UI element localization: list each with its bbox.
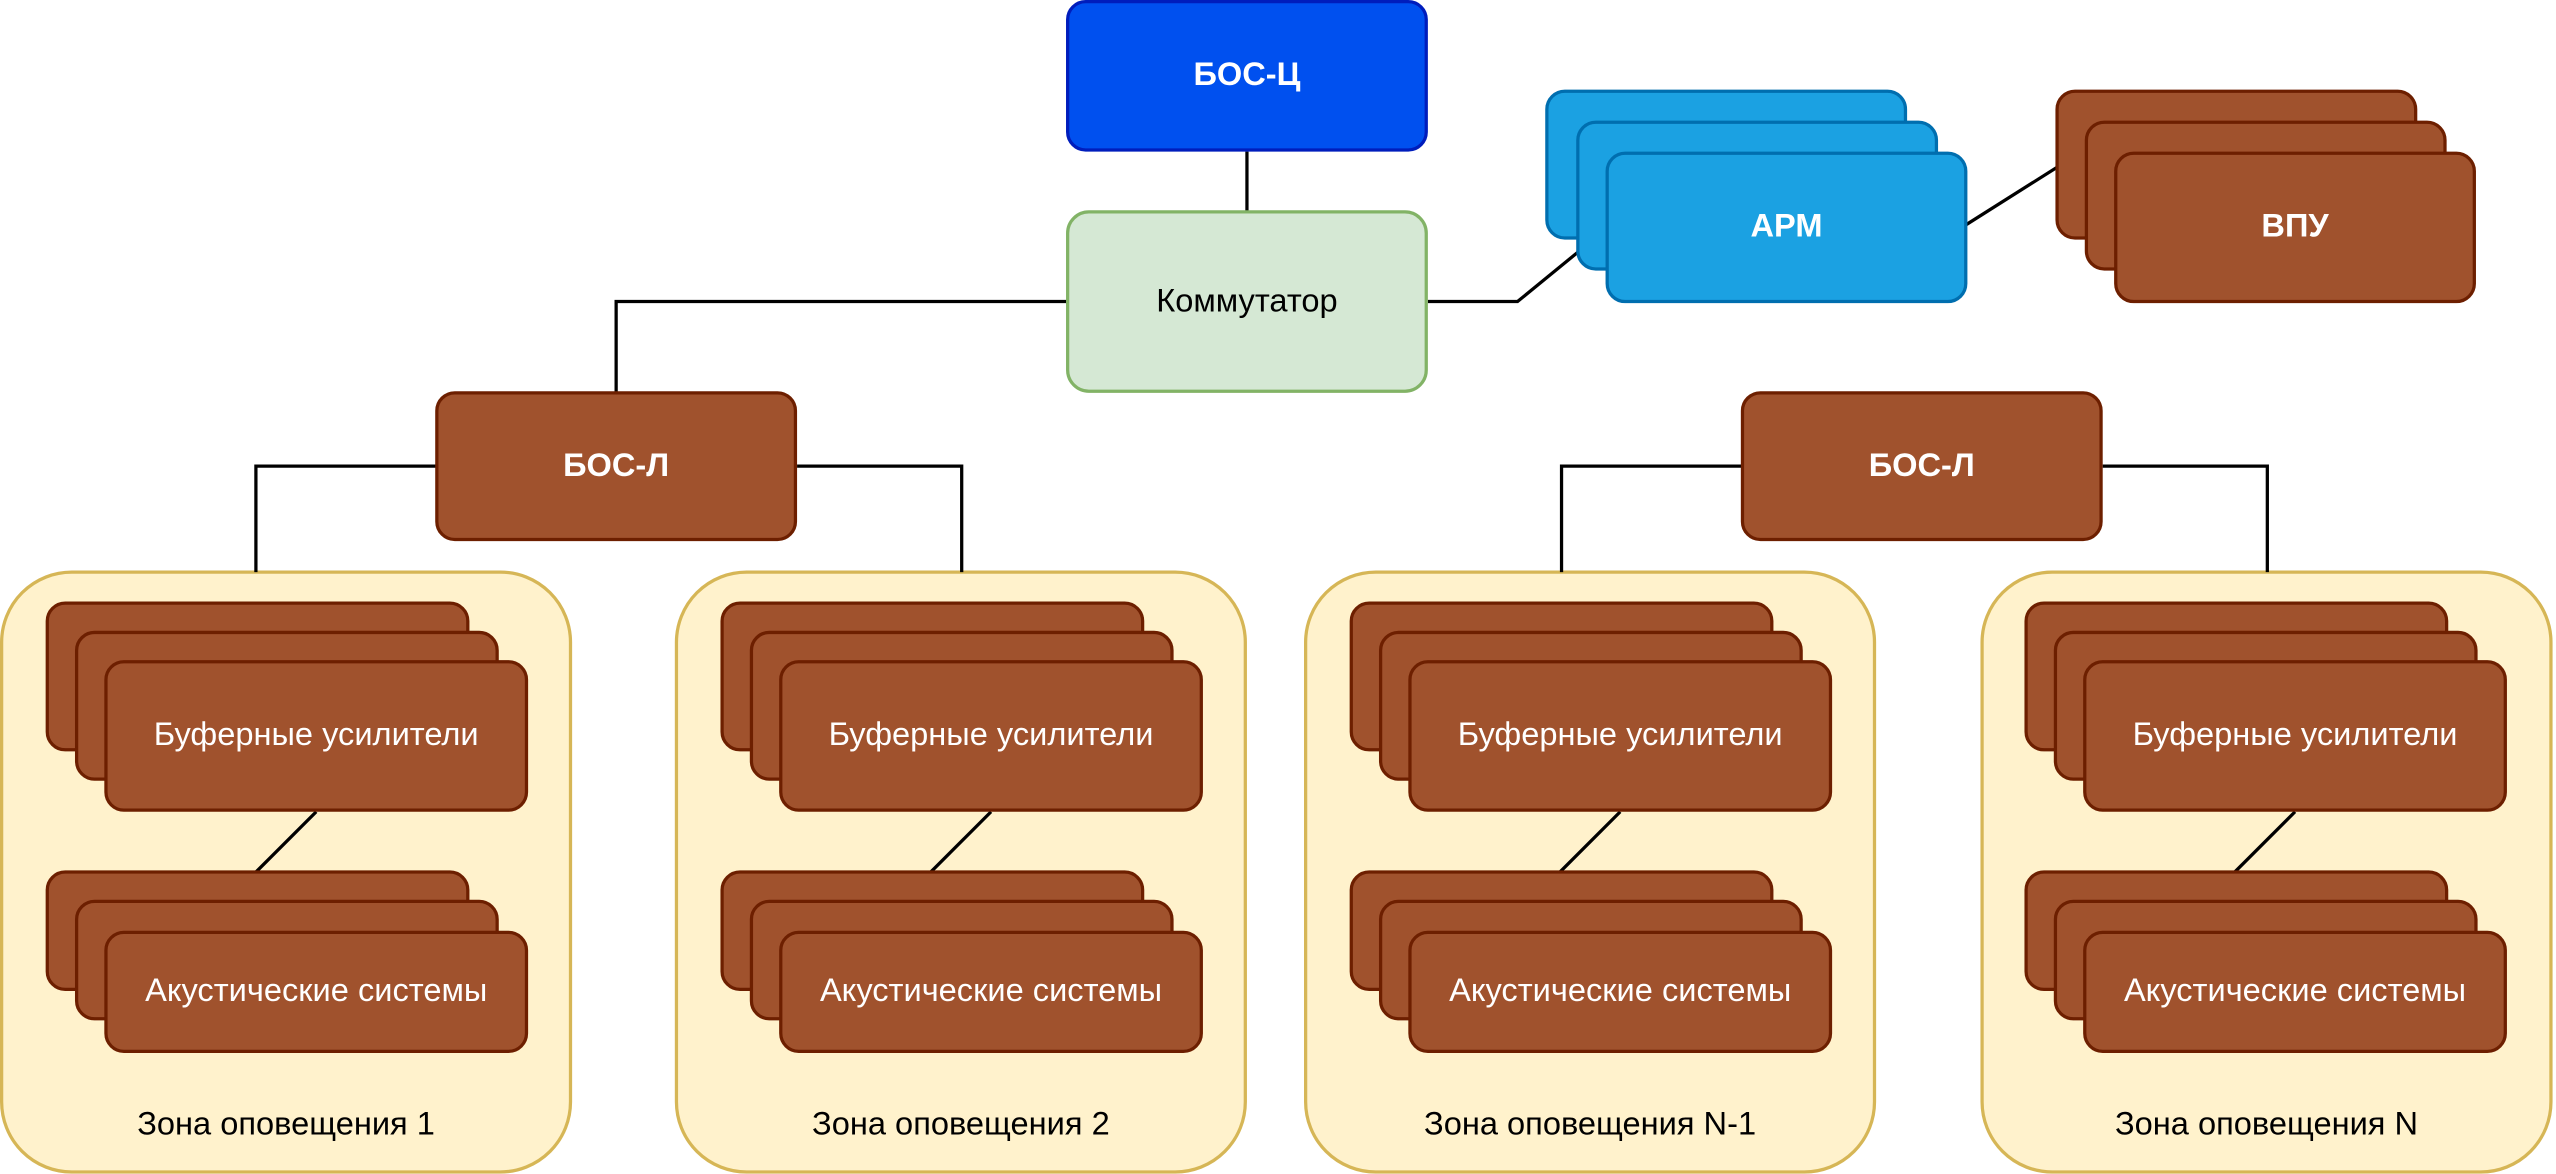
arm-label: АРМ (1750, 208, 1823, 245)
vpu-label: ВПУ (2261, 208, 2329, 245)
bos-l-right-node[interactable]: БОС-Л (1740, 391, 2103, 542)
speakers-label: Акустические системы (819, 973, 1163, 1009)
vpu-node[interactable]: ВПУ (2114, 151, 2476, 304)
bos-l-right-label: БОС-Л (1868, 447, 1975, 484)
edge-bosl-zone-1 (254, 464, 437, 573)
zone-n-1-label: Зона оповещения N-1 (1424, 1106, 1757, 1143)
speakers-node[interactable]: Акустические системы (104, 930, 529, 1053)
speakers-label: Акустические системы (145, 973, 488, 1009)
amplifiers-label: Буферные усилители (1457, 717, 1783, 754)
amplifiers-node[interactable]: Буферные усилители (779, 660, 1203, 812)
amplifiers-node[interactable]: Буферные усилители (2083, 660, 2507, 812)
speakers-node[interactable]: Акустические системы (2083, 930, 2507, 1053)
amplifiers-node[interactable]: Буферные усилители (104, 660, 529, 812)
amplifiers-label: Буферные усилители (153, 717, 479, 754)
speakers-label: Акустические системы (1449, 973, 1792, 1009)
zone-1-label: Зона оповещения 1 (137, 1106, 435, 1143)
speakers-node[interactable]: Акустические системы (1408, 930, 1833, 1053)
bos-l-left-node[interactable]: БОС-Л (435, 391, 798, 542)
speakers-label: Акустические системы (2123, 973, 2467, 1009)
amplifiers-label: Буферные усилители (2132, 717, 2458, 754)
edge-bosl-zone-n-1 (1559, 464, 1743, 573)
arm-node[interactable]: АРМ (1605, 151, 1968, 304)
bos-c-node[interactable]: БОС-Ц (1066, 0, 1428, 152)
switch-node[interactable]: Коммутатор (1066, 210, 1428, 393)
bos-l-left-label: БОС-Л (563, 447, 670, 484)
bos-c-label: БОС-Ц (1193, 57, 1301, 93)
amplifiers-label: Буферные усилители (828, 717, 1154, 754)
edge-bosl-zone-2 (797, 464, 964, 573)
zone-2-label: Зона оповещения 2 (812, 1106, 1110, 1143)
speakers-node[interactable]: Акустические системы (779, 930, 1203, 1053)
edge-bosl-zone-n (2102, 464, 2269, 573)
switch-label: Коммутатор (1156, 282, 1338, 319)
edge-arm-vpu (1964, 164, 2060, 227)
edge-switch-bosl-left (614, 299, 1068, 393)
amplifiers-node[interactable]: Буферные усилители (1408, 660, 1833, 812)
zone-n-label: Зона оповещения N (2114, 1106, 2419, 1143)
